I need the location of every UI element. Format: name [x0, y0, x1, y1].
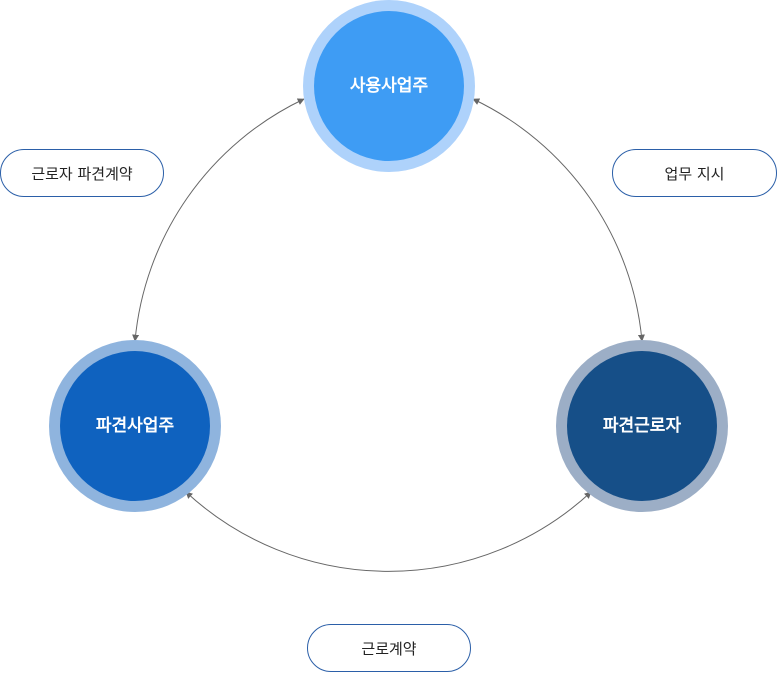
node-dispatch-employer-core	[60, 351, 210, 501]
node-dispatch-employer-label: 파견사업주	[96, 416, 175, 436]
node-user-employer-core	[314, 11, 464, 161]
label-worker-dispatch-contract: 근로자 파견계약	[0, 149, 164, 197]
node-user-employer: 사용사업주	[303, 0, 475, 172]
node-user-employer-label: 사용사업주	[350, 76, 429, 96]
label-work-instruction: 업무 지시	[612, 149, 777, 197]
node-dispatched-worker-label: 파견근로자	[603, 416, 682, 436]
node-dispatch-employer: 파견사업주	[49, 340, 221, 512]
connector-user-to-worker	[472, 98, 645, 342]
node-dispatched-worker-core	[567, 351, 717, 501]
connector-dispatch-to-user	[132, 98, 305, 342]
connector-dispatch-to-worker	[185, 491, 592, 572]
node-dispatched-worker: 파견근로자	[556, 340, 728, 512]
label-employment-contract: 근로계약	[307, 624, 471, 672]
